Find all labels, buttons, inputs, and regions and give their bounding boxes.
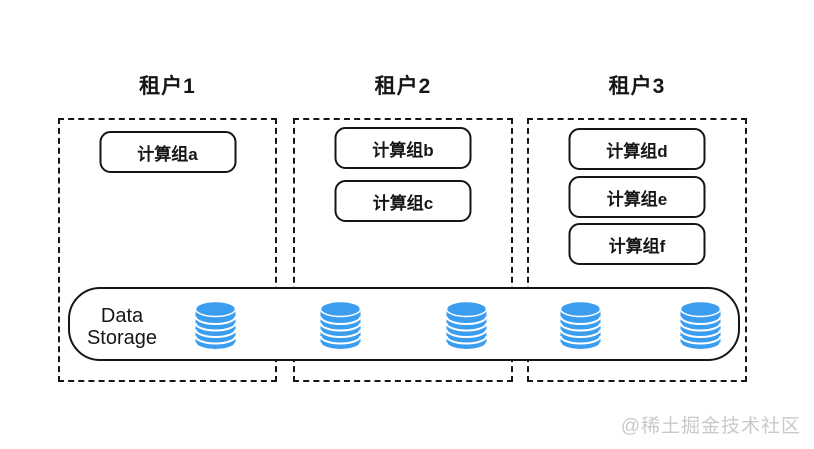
compute-group-a: 计算组a xyxy=(99,131,236,173)
compute-group-e: 计算组e xyxy=(568,176,706,218)
database-icon xyxy=(679,300,722,350)
database-icon xyxy=(445,300,488,350)
tenant-2-title: 租户2 xyxy=(374,75,432,98)
tenant-1-box: 计算组a xyxy=(58,118,277,382)
database-icon xyxy=(319,300,362,350)
watermark-text: @稀土掘金技术社区 xyxy=(620,416,801,437)
tenant-3-title: 租户3 xyxy=(608,75,666,98)
tenant-2-box: 计算组b 计算组c xyxy=(293,118,513,382)
data-storage-label-line1: Data xyxy=(100,305,144,327)
data-storage-bar: Data Storage xyxy=(68,287,740,361)
tenant-1-title: 租户1 xyxy=(139,75,196,98)
database-icon xyxy=(559,300,602,350)
compute-group-d: 计算组d xyxy=(568,128,706,170)
data-storage-label: Data Storage xyxy=(78,305,166,349)
tenant-3-box: 计算组d 计算组e 计算组f xyxy=(527,118,747,382)
database-icon xyxy=(194,300,237,350)
data-storage-label-line2: Storage xyxy=(86,327,158,349)
compute-group-f: 计算组f xyxy=(568,223,706,265)
compute-group-b: 计算组b xyxy=(334,127,472,169)
compute-group-c: 计算组c xyxy=(334,180,472,222)
